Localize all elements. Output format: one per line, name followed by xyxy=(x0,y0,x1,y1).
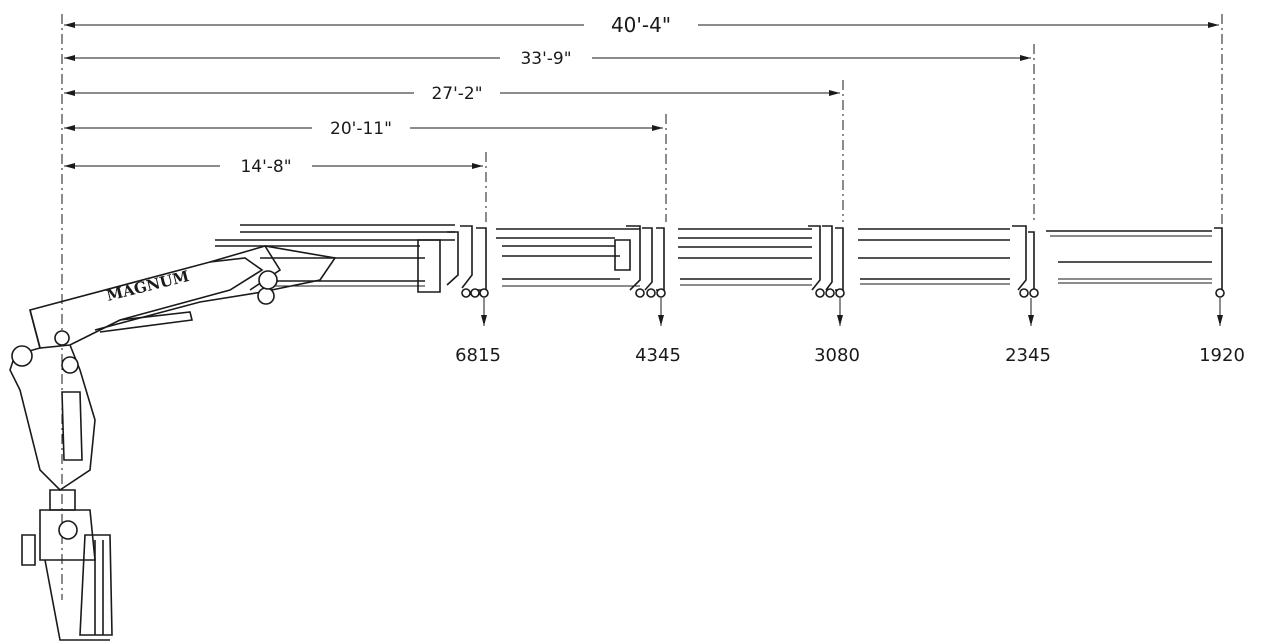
crane-main-boom: MAGNUM xyxy=(29,245,337,349)
reach-dimension-33ft: 33'-9" xyxy=(64,44,1035,222)
capacity-label: 6815 xyxy=(455,345,501,366)
reach-dimension-40ft: 40'-4" xyxy=(64,12,1223,230)
capacity-label: 1920 xyxy=(1199,345,1245,366)
dimension-label: 14'-8" xyxy=(240,157,291,177)
dimension-label: 20'-11" xyxy=(330,119,392,139)
boom-section-2 xyxy=(496,225,666,298)
brand-label: MAGNUM xyxy=(105,267,191,305)
crane-column xyxy=(9,309,113,641)
dimension-label: 33'-9" xyxy=(520,49,571,69)
dimension-label: 40'-4" xyxy=(611,13,671,37)
reach-dimension-20ft: 20'-11" xyxy=(64,114,667,222)
dimension-label: 27'-2" xyxy=(431,84,482,104)
boom-section-4 xyxy=(858,225,1039,298)
reach-dimension-14ft: 14'-8" xyxy=(64,152,487,222)
capacity-label: 2345 xyxy=(1005,345,1051,366)
boom-section-1 xyxy=(215,224,489,298)
load-arrows xyxy=(481,298,1223,326)
capacity-labels: 6815 4345 3080 2345 1920 xyxy=(455,345,1245,366)
reach-dimension-27ft: 27'-2" xyxy=(64,80,844,222)
boom-section-5 xyxy=(1046,227,1225,298)
boom-section-3 xyxy=(678,225,845,298)
capacity-label: 3080 xyxy=(814,345,860,366)
capacity-label: 4345 xyxy=(635,345,681,366)
